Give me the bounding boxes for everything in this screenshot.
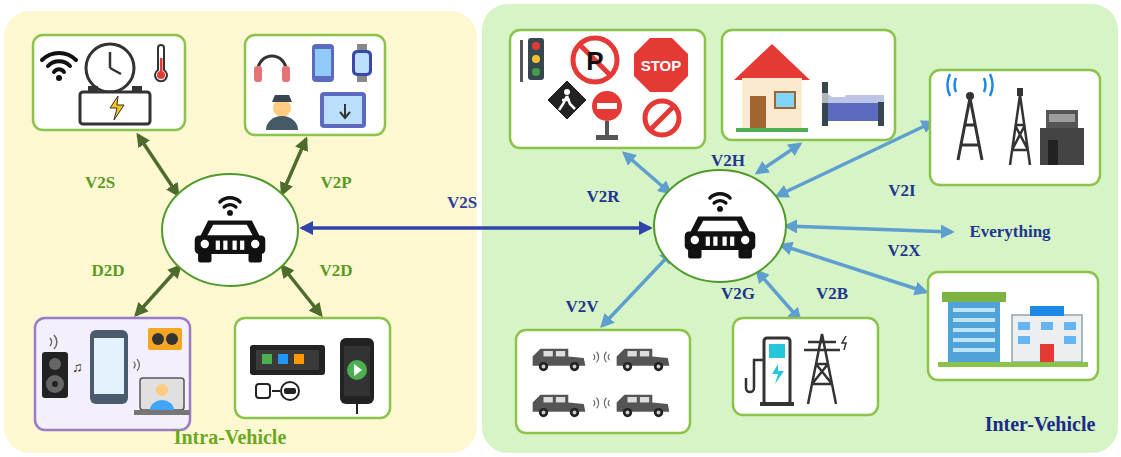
sign-letter: P <box>586 48 603 74</box>
link-label: V2R <box>586 188 619 205</box>
svg-text:♫: ♫ <box>72 360 83 375</box>
link-label: V2X <box>887 242 920 259</box>
region-title: Inter-Vehicle <box>985 413 1096 436</box>
link-label: V2G <box>721 285 755 302</box>
link-label: V2P <box>320 174 351 191</box>
region-title: Intra-Vehicle <box>174 426 287 449</box>
link-label: V2S <box>447 194 477 211</box>
link-label: V2V <box>565 298 598 315</box>
sign-text: STOP <box>641 58 682 73</box>
link-label: V2B <box>816 285 848 302</box>
link-label: V2I <box>888 182 915 199</box>
link-label: D2D <box>91 262 124 279</box>
link-label: V2H <box>711 152 745 169</box>
link-label: V2S <box>85 174 115 191</box>
link-label: V2D <box>319 262 352 279</box>
link-label: Everything <box>969 223 1050 240</box>
